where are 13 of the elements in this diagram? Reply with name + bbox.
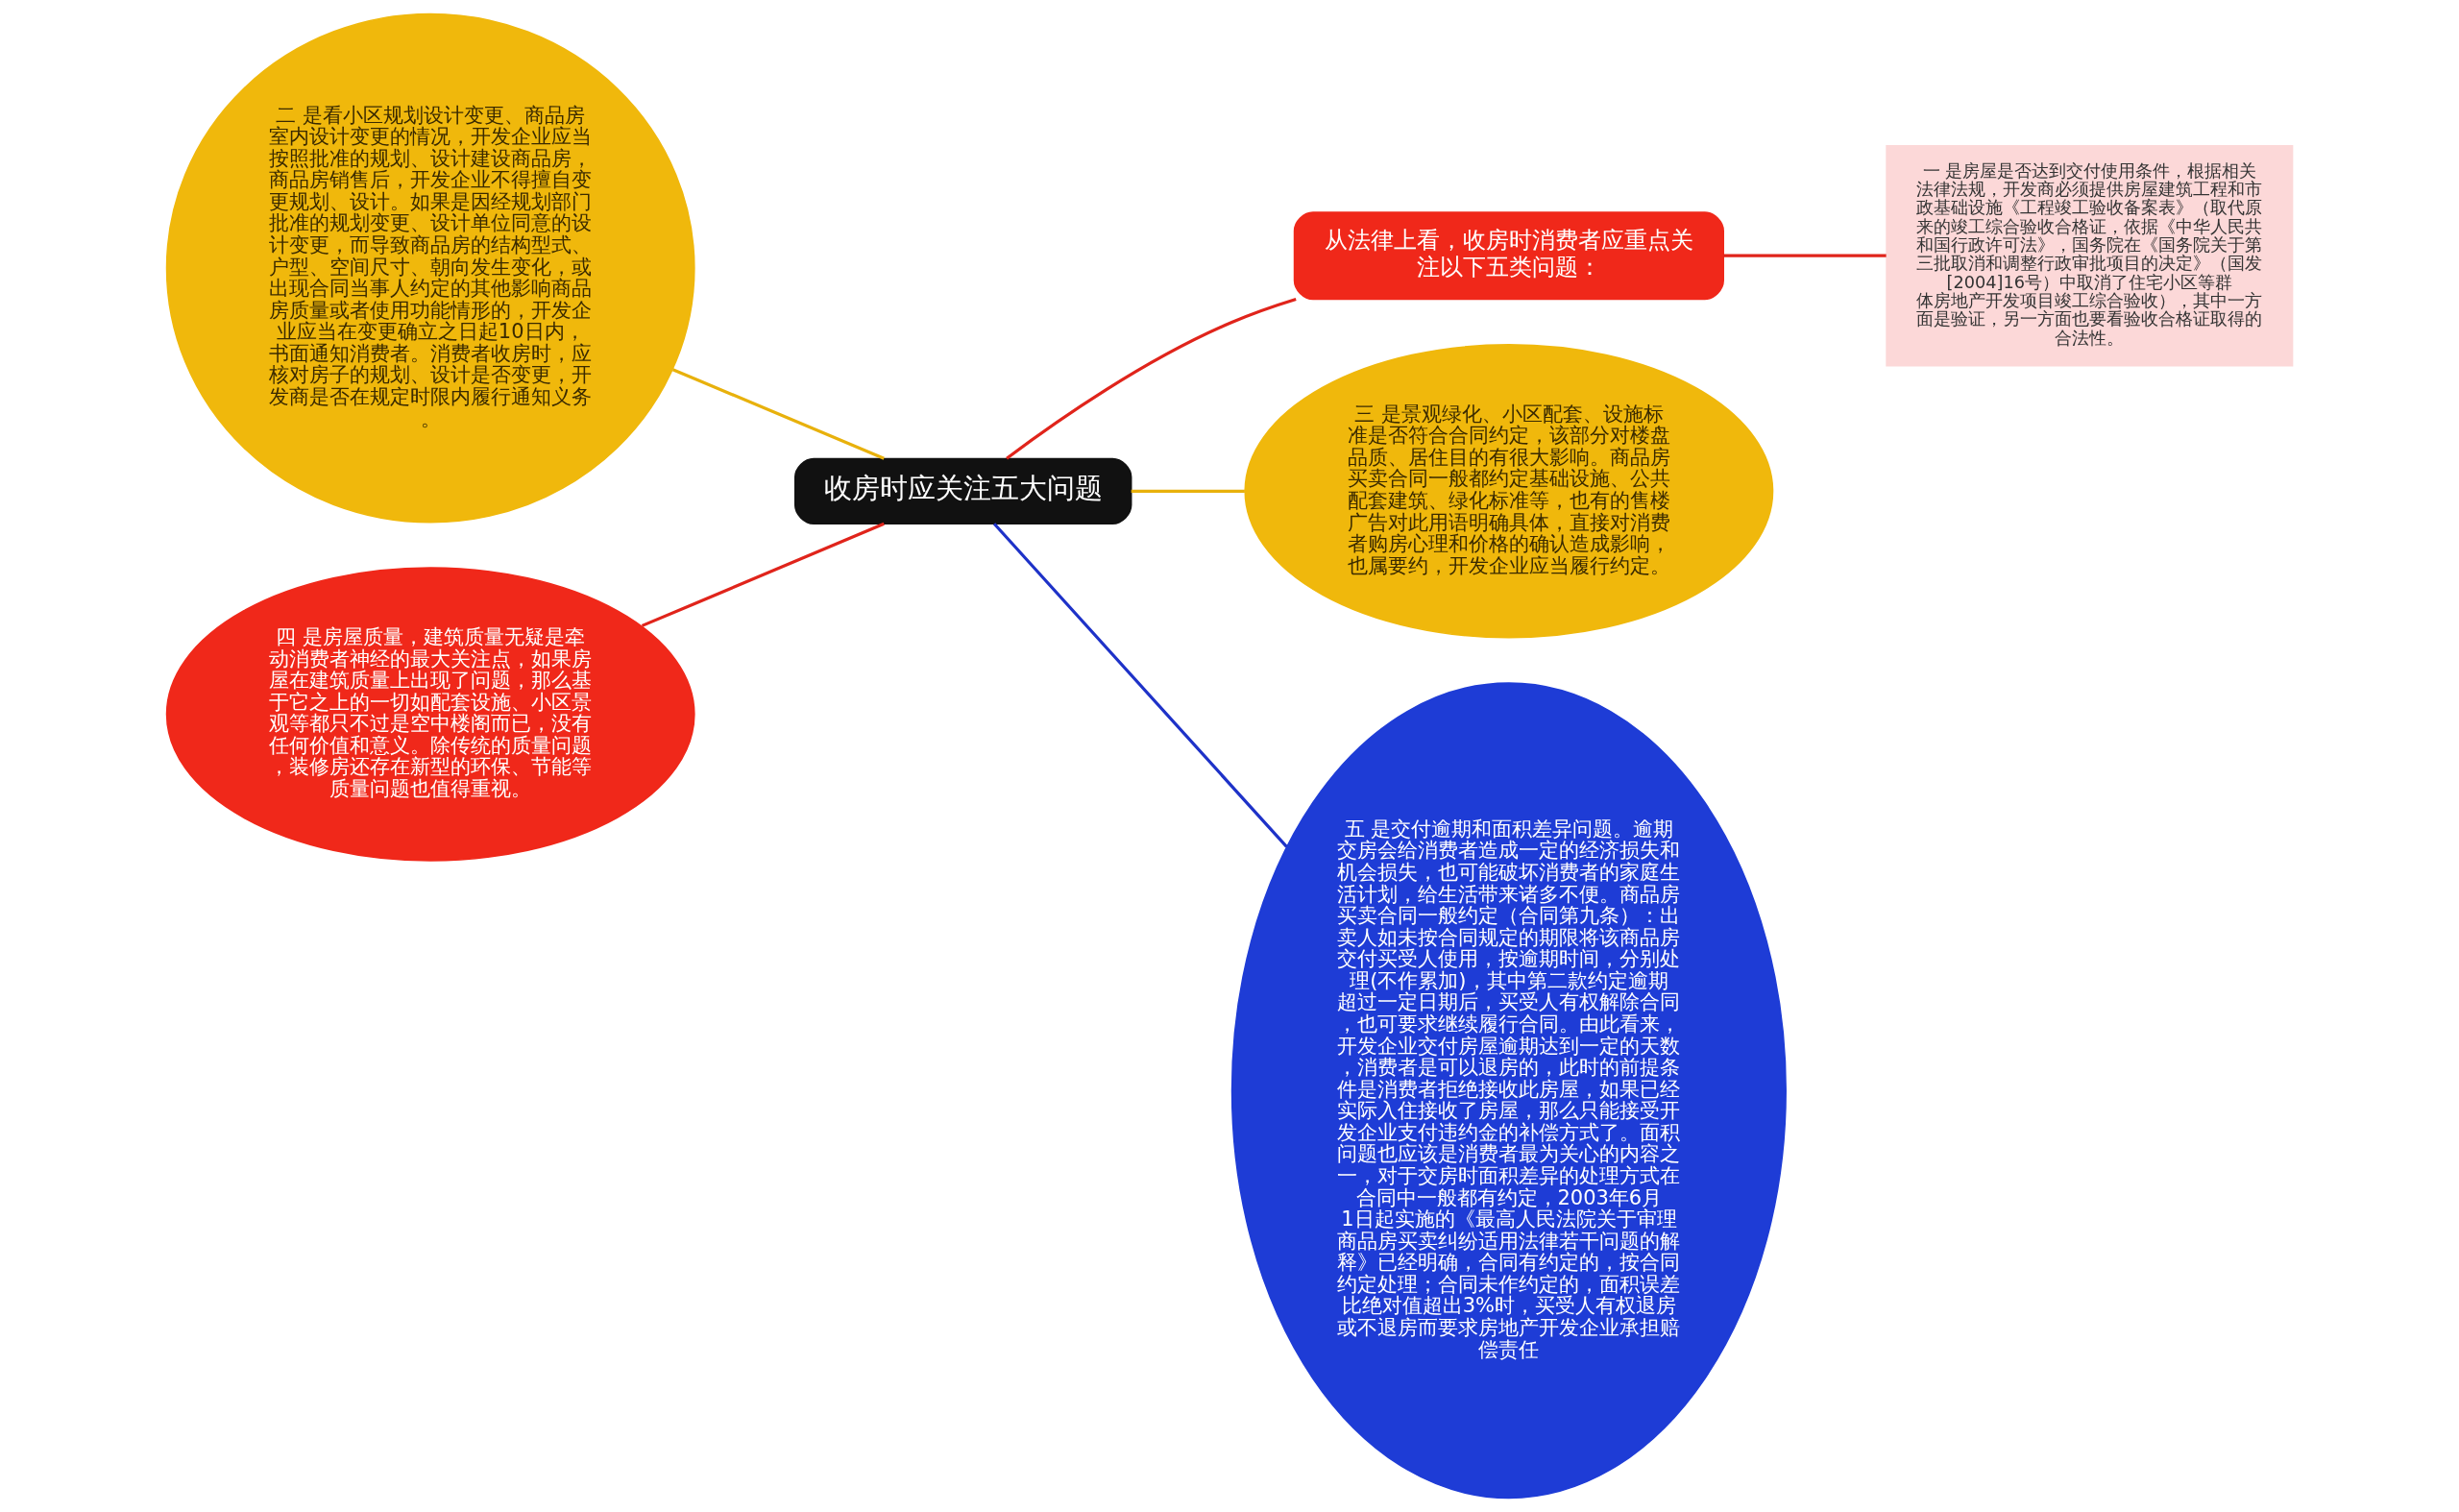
node-box: 收房时应关注五大问题 bbox=[793, 457, 1132, 524]
connector bbox=[1723, 254, 1887, 257]
node-ellipse: 四 是房屋质量，建筑质量无疑是牵动消费者神经的最大关注点，如果房屋在建筑质量上出现了问题，那么基于它之上的一切如配套设施、小区景观等都只不过是空中楼阁而已，没有任何价值和意义。除传统的质量问题，装修房还存在新型的环保、节能等质量问题也值得重视。 bbox=[165, 567, 695, 862]
connector bbox=[992, 523, 1288, 848]
node-ellipse: 五 是交付逾期和面积差异问题。逾期交房会给消费者造成一定的经济损失和机会损失，也可能破坏消费者的家庭生活计划，给生活带来诸多不便。商品房买卖合同一般约定（合同第九条）：出卖人如未按合同规定的期限将该商品房交付买受人使用，按逾期时间，分别处理(不作累加)，其中第二款约定逾期超过一定日期后，买受人有权解除合同，也可要求继续履行合同。由此看来，开发企业交付房屋逾期达到一定的天数，消费者是可以退房的，此时的前提条件是消费者拒绝接收此房屋，如果已经实际入住接收了房屋，那么只能接受开发企业支付违约金的补偿方式了。面积问题也应该是消费者最为关心的内容之一，对于交房时面积差异的处理方式在合同中一般都有约定，2003年6月1日起实施的《最高人民法院关于审理商品房买卖纠纷适用法律若干问题的解释》已经明确，合同有约定的，按合同约定处理；合同未作约定的，面积误差比绝对值超出3%时，买受人有权退房或不退房而要求房地产开发企业承担赔偿责任 bbox=[1230, 682, 1787, 1500]
node-ellipse: 三 是景观绿化、小区配套、设施标准是否符合合同约定，该部分对楼盘品质、居住目的有很大影响。商品房买卖合同一般都约定基础设施、公共配套建筑、绿化标准等，也有的售楼广告对此用语明确具体，直接对消费者购房心理和价格的确认造成影响，也属要约，开发企业应当履行约定。 bbox=[1244, 344, 1774, 639]
node-box: 从法律上看，收房时消费者应重点关注以下五类问题： bbox=[1293, 211, 1724, 301]
node-circle: 二 是看小区规划设计变更、商品房室内设计变更的情况，开发企业应当按照批准的规划、设计建设商品房，商品房销售后，开发企业不得擅自变更规划、设计。如果是因经规划部门批准的规划变更、设计单位同意的设计变更，而导致商品房的结构型式、户型、空间尺寸、朝向发生变化，或出现合同当事人约定的其他影响商品房质量或者使用功能情形的，开发企业应当在变更确立之日起10日内，书面通知消费者。消费者收房时，应核对房子的规划、设计是否变更，开发商是否在规定时限内履行通知义务。 bbox=[165, 12, 695, 524]
connector bbox=[671, 368, 885, 460]
connector bbox=[1131, 489, 1245, 493]
connector bbox=[641, 522, 885, 627]
connector bbox=[1006, 298, 1297, 460]
node-box: 一 是房屋是否达到交付使用条件，根据相关法律法规，开发商必须提供房屋建筑工程和市政基础设施《工程竣工验收备案表》（取代原来的竣工综合验收合格证，依据《中华人民共和国行政许可法》，国务院在《国务院关于第三批取消和调整行政审批项目的决定》（国发[2004]16号）中取消了住宅小区等群体房地产开发项目竣工综合验收），其中一方面是验证，另一方面也要看验收合格证取得的合法性。 bbox=[1886, 144, 2294, 367]
